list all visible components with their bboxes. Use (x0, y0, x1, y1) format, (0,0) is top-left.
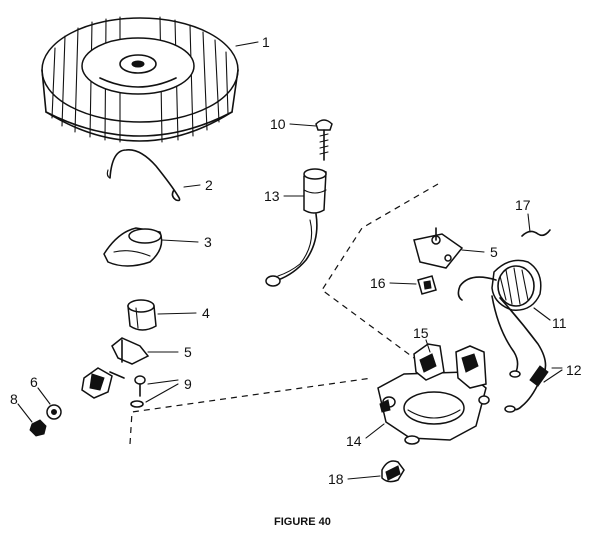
flywheel (41, 16, 239, 143)
bracket-plate (413, 227, 464, 269)
callout-15: 15 (413, 325, 429, 341)
wire-clip (521, 229, 551, 237)
callout-9: 9 (184, 376, 192, 392)
magneto-housing (377, 343, 490, 445)
callout-5a: 5 (184, 344, 192, 360)
callout-3: 3 (204, 234, 212, 250)
callout-13: 13 (264, 188, 280, 204)
callout-10: 10 (270, 116, 286, 132)
callout-17: 17 (515, 197, 531, 213)
callout-5b: 5 (490, 244, 498, 260)
leader-9b (145, 383, 179, 403)
leader-5b (461, 249, 485, 253)
leader-8 (17, 403, 33, 423)
bushing (127, 299, 157, 331)
housing-screw (381, 460, 405, 483)
callout-4: 4 (202, 305, 210, 321)
callout-16: 16 (370, 275, 386, 291)
figure-caption: FIGURE 40 (274, 516, 331, 528)
leader-4 (157, 312, 197, 315)
leader-11 (533, 307, 551, 321)
spark-plug-wire (265, 168, 327, 287)
callout-12: 12 (566, 362, 582, 378)
ignition-coil (457, 259, 542, 311)
callout-18: 18 (328, 471, 344, 487)
spring-clip (106, 149, 181, 202)
leader-6 (37, 387, 51, 405)
leader-12b (543, 369, 563, 383)
callout-1: 1 (262, 34, 270, 50)
coil-leads (491, 295, 549, 413)
screw-and-washer (130, 375, 146, 408)
leader-2 (183, 184, 201, 188)
air-vane (103, 227, 163, 267)
small-clip (417, 275, 437, 295)
leader-9a (147, 379, 179, 385)
screw (315, 119, 333, 161)
callout-2: 2 (205, 177, 213, 193)
leader-15 (425, 339, 431, 353)
leader-16 (389, 282, 417, 285)
leader-18 (347, 475, 381, 480)
callout-8: 8 (10, 391, 18, 407)
leader-3 (161, 239, 199, 243)
callout-11: 11 (552, 315, 567, 331)
leader-17 (527, 213, 531, 233)
brake-arm (81, 337, 150, 399)
assembly-dashes (129, 183, 439, 445)
leader-10 (289, 123, 317, 127)
nut (46, 404, 62, 420)
callout-14: 14 (346, 433, 362, 449)
callout-6: 6 (30, 374, 38, 390)
lock-nut (29, 419, 47, 437)
leader-14 (365, 423, 385, 439)
leader-1 (235, 41, 259, 47)
